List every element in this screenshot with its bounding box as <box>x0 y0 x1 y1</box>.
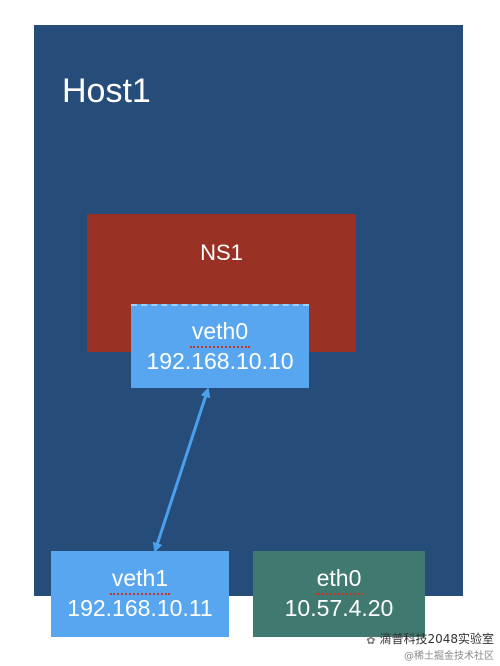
veth1-interface: veth1 192.168.10.11 <box>51 551 229 637</box>
veth0-interface: veth0 192.168.10.10 <box>131 304 309 388</box>
namespace-label: NS1 <box>200 240 243 265</box>
host-label: Host1 <box>62 72 151 110</box>
watermark: ✿滴普科技2048实验室 @稀土掘金技术社区 <box>361 630 494 662</box>
wechat-icon: ✿ <box>366 633 376 647</box>
watermark-line2: @稀土掘金技术社区 <box>404 651 494 662</box>
veth1-name: veth1 <box>109 565 171 595</box>
eth0-interface: eth0 10.57.4.20 <box>253 551 425 637</box>
eth0-ip: 10.57.4.20 <box>284 595 394 621</box>
veth0-name: veth0 <box>189 318 251 348</box>
watermark-source: 滴普科技2048实验室 <box>379 632 494 646</box>
eth0-name: eth0 <box>314 565 364 595</box>
veth0-ip: 192.168.10.10 <box>146 348 294 374</box>
veth-link-line <box>152 387 211 553</box>
watermark-line1: ✿滴普科技2048实验室 <box>361 630 494 647</box>
veth1-ip: 192.168.10.11 <box>67 595 213 621</box>
